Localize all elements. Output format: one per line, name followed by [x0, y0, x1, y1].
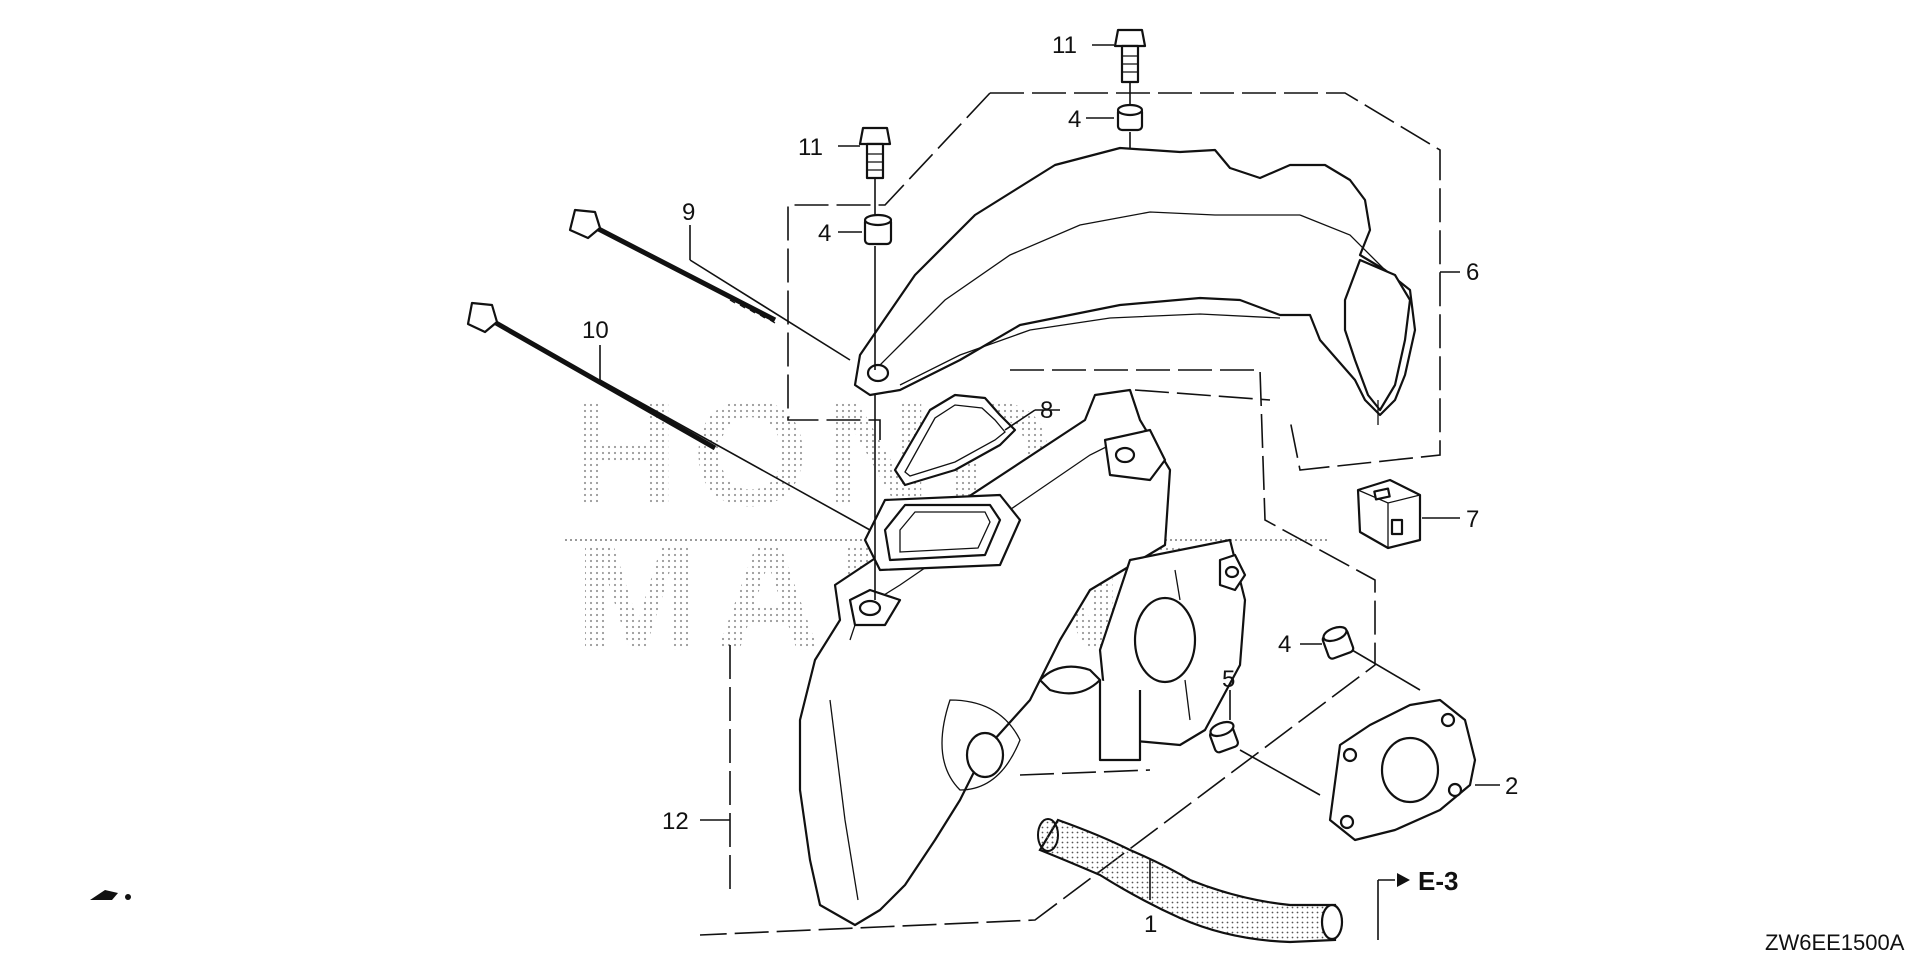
part-bolt-11-left: [858, 126, 892, 180]
part-collar-4-left: [863, 213, 893, 246]
part-bolt-9: [568, 208, 777, 324]
callout-5: 5: [1222, 666, 1235, 693]
part-breather-hose: [1037, 818, 1344, 944]
callout-1: 1: [1144, 911, 1157, 938]
callout-4-right: 4: [1278, 631, 1291, 658]
callout-8: 8: [1040, 397, 1053, 424]
orientation-mark: [90, 890, 131, 900]
part-bolt-10: [466, 301, 717, 451]
reference-e3: E-3: [1397, 866, 1458, 896]
diagram-code: ZW6EE1500A: [1765, 930, 1905, 955]
part-collar-4-right: [1321, 625, 1355, 660]
callout-2: 2: [1505, 773, 1518, 800]
callouts: 11 4 11 4 9 10 6 8 7 4 5 2 12 1: [582, 32, 1518, 938]
part-collar-4-top: [1116, 103, 1144, 132]
callout-9: 9: [682, 199, 695, 226]
callout-12: 12: [662, 808, 689, 835]
part-bolt-11-top: [1113, 28, 1147, 84]
callout-4-left: 4: [818, 220, 831, 247]
part-gasket: [893, 393, 1017, 487]
callout-4-top: 4: [1068, 106, 1081, 133]
callout-6: 6: [1466, 259, 1479, 286]
part-flange-gasket: [1328, 698, 1477, 842]
part-silencer-cover: [853, 146, 1417, 425]
callout-10: 10: [582, 317, 609, 344]
part-intake-silencer-body: [798, 388, 1247, 927]
callout-11-left: 11: [798, 134, 823, 161]
leader-lines: [599, 44, 1500, 940]
assembly-boundaries: [699, 92, 1441, 936]
part-rubber-mount: [1356, 478, 1422, 550]
part-collar-5: [1208, 720, 1240, 754]
reference-label: E-3: [1418, 866, 1458, 896]
arrow-right-icon: [1397, 873, 1410, 887]
callout-11-top: 11: [1052, 32, 1077, 59]
callout-7: 7: [1466, 506, 1479, 533]
